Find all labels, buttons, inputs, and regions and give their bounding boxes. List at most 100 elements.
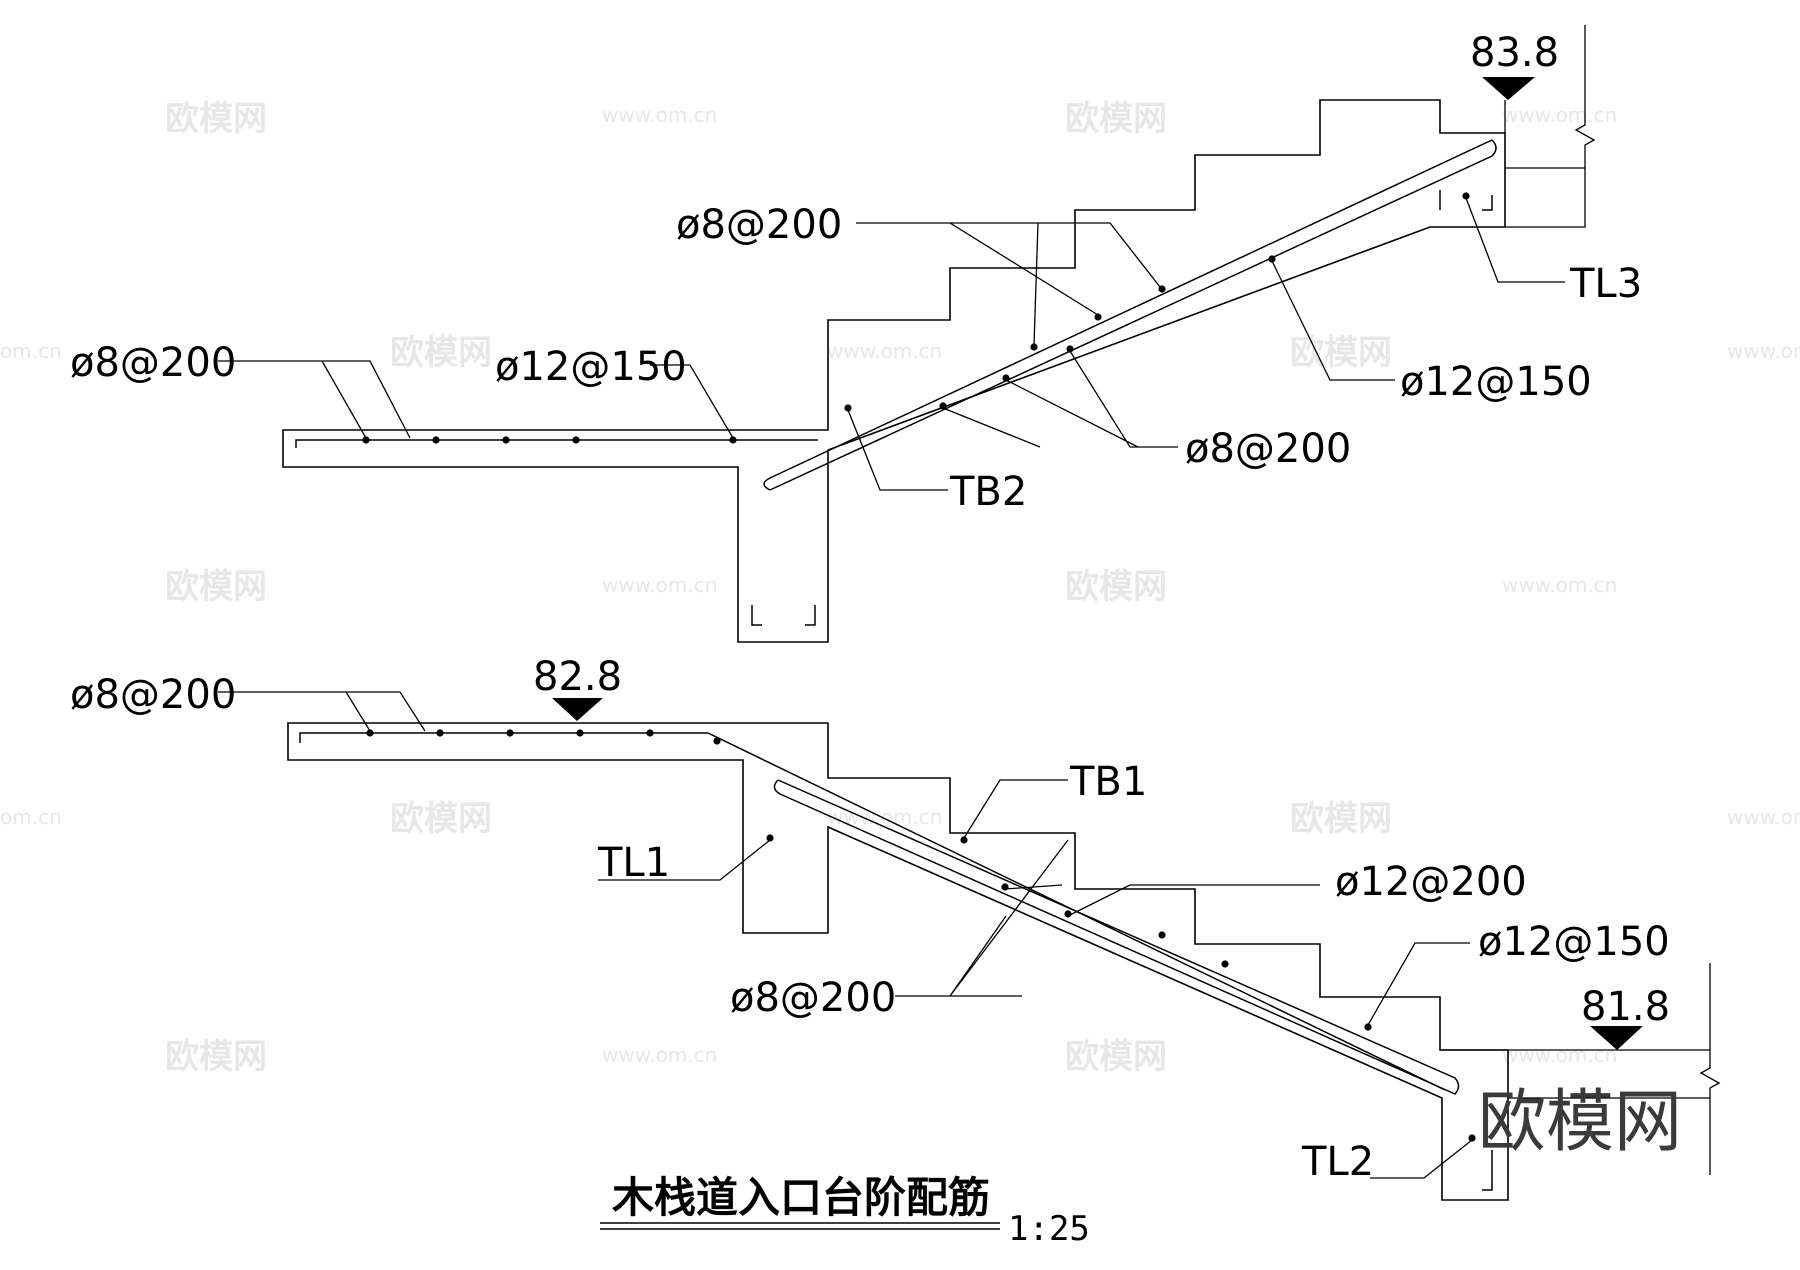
upper-stair-section: 83.8 ø8@200 ø12@150 ø8@200 ø12@150 ø8@20…: [70, 25, 1642, 643]
rebar-dot: [506, 729, 514, 737]
rebar-dot: [502, 436, 510, 444]
lower-top-elevation-marker: [552, 698, 603, 721]
watermark-text: 欧模网: [165, 567, 267, 607]
lower-top-elevation-label: 82.8: [533, 654, 622, 700]
lower-landing-rebar: [299, 732, 1446, 1091]
rebar-dot: [576, 729, 584, 737]
watermark-text: 欧模网: [1290, 333, 1392, 373]
watermark-url: www.om.cn: [1502, 103, 1617, 127]
rebar-dot: [1158, 285, 1166, 293]
leader-lower-stair-rebar: [1004, 884, 1320, 917]
label-upper-landing-main: ø12@150: [495, 344, 687, 390]
drawing-scale: 1:25: [1008, 1209, 1090, 1249]
lower-stair-section: 82.8 81.8 ø8@200 TB1 TL1 ø12@200 ø12@150…: [70, 654, 1721, 1201]
rebar-dot: [729, 436, 737, 444]
label-lower-beam-top: TL1: [597, 840, 670, 886]
leader-lower-slab: [963, 779, 1068, 839]
drawing-title-block: 木栈道入口台阶配筋 1:25: [600, 1173, 1090, 1249]
leader-upper-stair-top: [856, 222, 1161, 346]
leader-upper-landing-rebar: [218, 360, 411, 439]
watermark-text: 欧模网: [1290, 799, 1392, 839]
rebar-dot: [1364, 1023, 1372, 1031]
rebar-dot: [1268, 255, 1276, 263]
label-lower-landing-rebar: ø8@200: [70, 672, 236, 718]
watermark-text: 欧模网: [1065, 567, 1167, 607]
upper-right-wall: [1505, 25, 1596, 228]
leader-lower-landing-rebar: [218, 691, 426, 732]
label-upper-beam: TL3: [1569, 261, 1642, 307]
watermark-text: 欧模网: [390, 799, 492, 839]
rebar-dot: [432, 436, 440, 444]
leader-upper-stair-bottom: [942, 350, 1178, 448]
lower-stair-outline: [287, 722, 1509, 1201]
watermark-url-partial: om.cn: [0, 339, 62, 363]
watermarks: 欧模网 www.om.cn 欧模网 www.om.cn om.cn 欧模网 ww…: [0, 99, 1800, 1077]
rebar-dot: [366, 729, 374, 737]
leader-upper-slab: [847, 409, 948, 491]
rebar-dot: [1094, 313, 1102, 321]
watermark-url: www.om.cn: [827, 805, 942, 829]
rebar-dot: [960, 836, 968, 844]
upper-stair-outline: [282, 99, 1506, 643]
watermark-url: www.om.cn: [1727, 805, 1800, 829]
leader-upper-beam: [1465, 197, 1565, 283]
label-lower-stair-rebar: ø12@200: [1335, 859, 1527, 905]
label-upper-slab: TB2: [949, 469, 1027, 515]
leader-lower-beam-top: [598, 839, 771, 881]
rebar-dot: [1066, 345, 1074, 353]
label-upper-stair-main: ø12@150: [1400, 359, 1592, 405]
leader-upper-landing-main: [650, 364, 734, 439]
label-lower-stair-main: ø12@150: [1478, 919, 1670, 965]
rebar-dot: [646, 729, 654, 737]
rebar-dot: [766, 834, 774, 842]
leader-lower-beam-bottom: [1370, 1139, 1473, 1179]
lower-inclined-bar: [773, 779, 1460, 1095]
rebar-dot: [844, 404, 852, 412]
rebar-dot: [1468, 1134, 1476, 1142]
upper-elevation-marker: [1482, 77, 1535, 100]
rebar-dot: [1001, 883, 1009, 891]
watermark-url: www.om.cn: [1502, 1043, 1617, 1067]
label-upper-stair-top: ø8@200: [676, 202, 842, 248]
watermark-url: www.om.cn: [602, 573, 717, 597]
label-upper-landing-rebar: ø8@200: [70, 340, 236, 386]
watermark-url: www.om.cn: [602, 103, 717, 127]
rebar-dot: [939, 402, 947, 410]
drawing-title: 木栈道入口台阶配筋: [612, 1173, 990, 1222]
leader-lower-stair-main: [1367, 942, 1470, 1026]
rebar-dot: [713, 737, 721, 745]
watermark-text: 欧模网: [165, 99, 267, 139]
watermark-url: www.om.cn: [1727, 339, 1800, 363]
lower-bottom-elevation-marker: [1590, 1026, 1643, 1050]
lower-beam-stirrup: [1482, 1150, 1493, 1191]
label-lower-beam-bottom: TL2: [1301, 1139, 1374, 1185]
rebar-dot: [572, 436, 580, 444]
label-upper-stair-bottom: ø8@200: [1185, 426, 1351, 472]
watermark-text: 欧模网: [390, 333, 492, 373]
label-lower-stair-bottom: ø8@200: [730, 975, 896, 1021]
rebar-dot: [1221, 960, 1229, 968]
watermark-url: www.om.cn: [1502, 573, 1617, 597]
watermark-text: 欧模网: [1065, 1037, 1167, 1077]
lower-bottom-elevation-label: 81.8: [1581, 984, 1670, 1030]
rebar-dot: [436, 729, 444, 737]
rebar-dot: [362, 436, 370, 444]
upper-landing-rebar: [295, 439, 818, 448]
upper-elevation-label: 83.8: [1470, 30, 1559, 76]
upper-beam-stirrup: [751, 605, 816, 626]
lower-right-ground: [1440, 963, 1721, 1175]
rebar-dot: [1462, 192, 1470, 200]
rebar-dot: [1064, 910, 1072, 918]
label-lower-slab: TB1: [1069, 759, 1147, 805]
brand-logo: 欧模网: [1478, 1083, 1682, 1162]
leader-lower-stair-bottom: [895, 839, 1069, 997]
watermark-url: www.om.cn: [602, 1043, 717, 1067]
rebar-dot: [1158, 931, 1166, 939]
upper-top-beam-stirrup: [1439, 190, 1493, 211]
watermark-text: 欧模网: [1065, 99, 1167, 139]
watermark-text: 欧模网: [165, 1037, 267, 1077]
rebar-dot: [1030, 343, 1038, 351]
upper-inclined-bar-bottom: [763, 139, 1497, 491]
